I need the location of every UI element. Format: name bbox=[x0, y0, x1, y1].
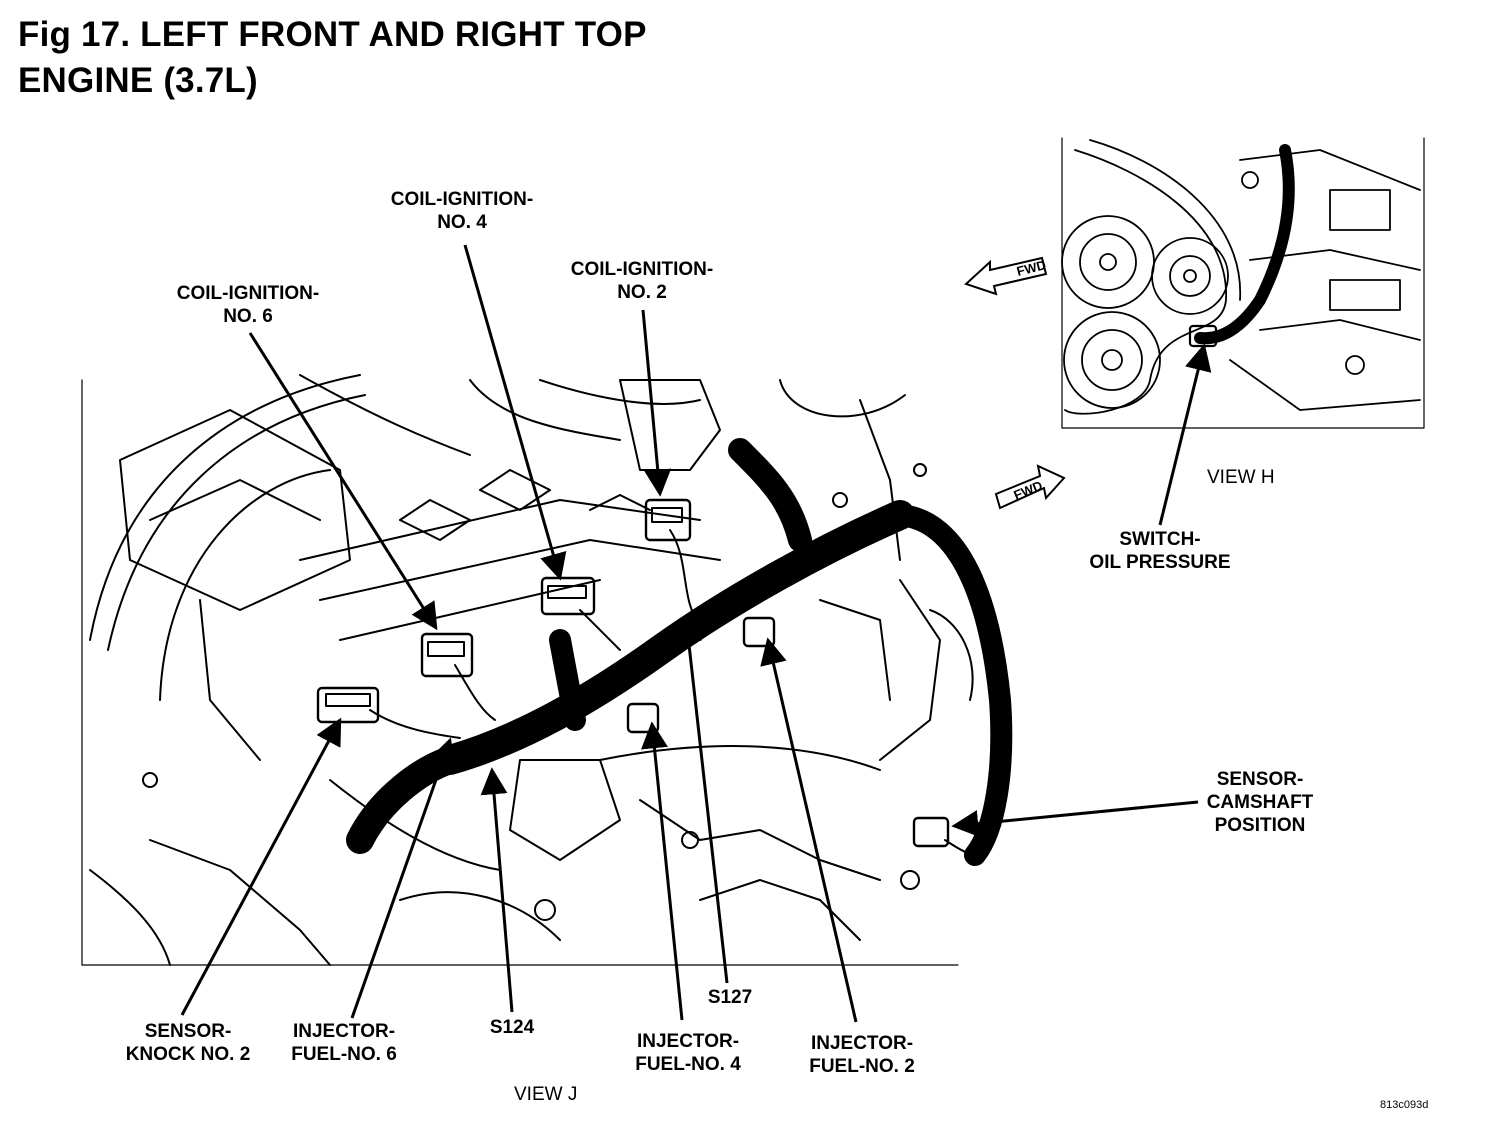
label-sensor-camshaft-position: SENSOR- CAMSHAFT POSITION bbox=[1206, 769, 1314, 836]
fwd-arrow-right bbox=[994, 464, 1066, 510]
figure-code: 813c093d bbox=[1380, 1099, 1429, 1111]
fwd-arrow-left bbox=[964, 256, 1048, 296]
figure-title: Fig 17. LEFT FRONT AND RIGHT TOP ENGINE … bbox=[18, 12, 647, 104]
fwd-arrow-left-label: FWD bbox=[1015, 257, 1047, 279]
label-coil-ignition-no6: COIL-IGNITION- NO. 6 bbox=[176, 283, 320, 327]
leader-coil-ignition-no2 bbox=[641, 309, 672, 497]
engine-illustration-view-j bbox=[81, 374, 1013, 966]
leader-injector-fuel-no6 bbox=[350, 737, 455, 1019]
leader-coil-ignition-no6 bbox=[248, 332, 438, 631]
label-coil-ignition-no4: COIL-IGNITION- NO. 4 bbox=[390, 189, 534, 233]
engine-illustration-view-h bbox=[1061, 137, 1425, 429]
label-switch-oil-pressure: SWITCH- OIL PRESSURE bbox=[1089, 529, 1231, 573]
label-injector-fuel-no4: INJECTOR- FUEL-NO. 4 bbox=[635, 1031, 741, 1075]
view-h-caption: VIEW H bbox=[1207, 467, 1275, 488]
leader-lines bbox=[180, 244, 1212, 1023]
label-sensor-knock-no2: SENSOR- KNOCK NO. 2 bbox=[125, 1021, 251, 1065]
view-j-caption: VIEW J bbox=[514, 1084, 578, 1105]
leader-coil-ignition-no4 bbox=[463, 244, 567, 581]
leader-sensor-knock-no2 bbox=[180, 717, 342, 1016]
label-s124: S124 bbox=[489, 1017, 535, 1038]
leader-injector-fuel-no4 bbox=[641, 721, 684, 1021]
label-s127: S127 bbox=[707, 987, 753, 1008]
fwd-arrow-right-label: FWD bbox=[1012, 478, 1045, 503]
leader-s124 bbox=[480, 767, 514, 1013]
label-injector-fuel-no2: INJECTOR- FUEL-NO. 2 bbox=[809, 1033, 915, 1077]
leader-switch-oil-pressure bbox=[1158, 343, 1212, 526]
label-coil-ignition-no2: COIL-IGNITION- NO. 2 bbox=[570, 259, 714, 303]
figure-title-line-1: Fig 17. LEFT FRONT AND RIGHT TOP bbox=[18, 15, 647, 54]
leader-s127 bbox=[675, 615, 729, 984]
leader-injector-fuel-no2 bbox=[760, 637, 858, 1023]
label-injector-fuel-no6: INJECTOR- FUEL-NO. 6 bbox=[291, 1021, 397, 1065]
figure-title-line-2: ENGINE (3.7L) bbox=[18, 61, 258, 100]
leader-sensor-camshaft-position bbox=[951, 800, 1199, 838]
